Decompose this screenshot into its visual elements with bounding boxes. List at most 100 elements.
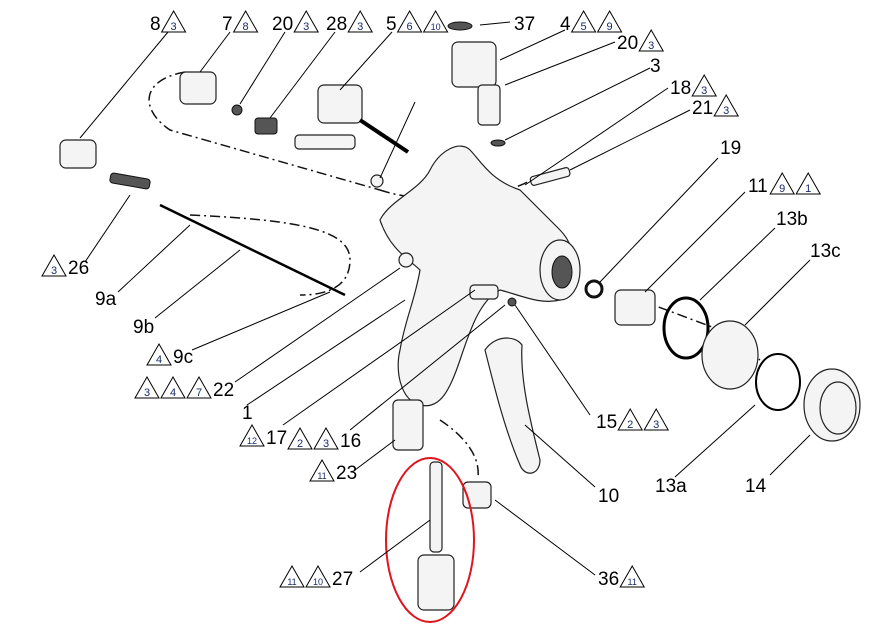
callout-8: 8 [150, 14, 161, 35]
svg-text:3: 3 [144, 387, 150, 399]
note-triangle-icon: 3 [713, 93, 740, 117]
note-triangle-icon: 4 [160, 375, 186, 399]
part-28-spring [254, 117, 278, 135]
svg-text:10: 10 [313, 577, 323, 587]
part-27-rod [429, 461, 443, 553]
note-triangle-icon: 11 [279, 564, 305, 588]
note-triangle-icon: 11 [309, 458, 335, 482]
highlight-circle [385, 457, 475, 623]
part-13a-ring [755, 353, 801, 411]
svg-text:3: 3 [51, 265, 57, 277]
svg-text:10: 10 [431, 22, 441, 32]
svg-text:4: 4 [156, 354, 162, 366]
callout-13c: 13c [810, 241, 841, 262]
note-triangle-icon: 3 [691, 73, 718, 97]
callout-7: 7 [222, 14, 233, 35]
svg-text:11: 11 [317, 471, 326, 481]
svg-text:11: 11 [287, 577, 296, 587]
part-4-tube [477, 84, 501, 126]
callout-17: 17 [266, 428, 287, 449]
callout-22: 22 [213, 380, 234, 401]
note-triangle-icon: 1 [795, 171, 822, 195]
note-triangle-icon: 3 [638, 28, 665, 52]
callout-9b: 9b [133, 317, 154, 338]
svg-text:4: 4 [170, 387, 176, 399]
note-triangle-icon: 2 [617, 407, 644, 431]
callout-37: 37 [514, 14, 535, 35]
svg-text:5: 5 [581, 21, 587, 33]
callout-1: 1 [242, 403, 253, 424]
part-14-inner [819, 381, 857, 435]
part-23-connector [392, 399, 424, 451]
part-5-valve [317, 84, 363, 124]
part-20-oring [231, 104, 243, 116]
note-triangle-icon: 3 [347, 9, 374, 33]
svg-text:6: 6 [407, 21, 413, 33]
part-8-cap [59, 139, 97, 169]
note-triangle-icon: 3 [41, 253, 67, 277]
part-37-gasket [447, 21, 473, 31]
svg-text:2: 2 [627, 419, 633, 431]
callout-13b: 13b [776, 209, 808, 230]
callout-13a: 13a [655, 476, 687, 497]
gun-body [379, 145, 576, 407]
callout-20: 20 [272, 14, 293, 35]
part-6-stem [294, 134, 356, 150]
gun-front-port-inner [551, 255, 573, 289]
note-triangle-icon: 3 [293, 9, 320, 33]
callout-16: 16 [340, 431, 361, 452]
callout-21: 21 [692, 98, 713, 119]
svg-text:3: 3 [323, 438, 329, 450]
part-5-rod [358, 118, 410, 154]
part-9b-needle [159, 203, 346, 297]
callout-36: 36 [598, 569, 619, 590]
note-triangle-icon: 8 [232, 9, 259, 33]
note-triangle-icon: 10 [422, 9, 449, 33]
part-5-washer [370, 174, 384, 188]
note-triangle-icon: 10 [305, 564, 331, 588]
note-triangle-icon: 4 [146, 342, 172, 366]
svg-text:3: 3 [171, 21, 177, 33]
part-17-fitting [469, 284, 499, 300]
assembly-path-needle [189, 214, 351, 296]
svg-text:3: 3 [723, 105, 729, 117]
trigger [484, 337, 541, 474]
note-triangle-icon: 3 [643, 407, 670, 431]
note-triangle-icon: 11 [619, 564, 646, 588]
leader-lines [79, 21, 811, 576]
svg-text:9: 9 [607, 21, 613, 33]
part-21-screw [529, 167, 571, 186]
svg-text:2: 2 [297, 438, 303, 450]
callout-28: 28 [326, 14, 347, 35]
callout-15: 15 [596, 412, 617, 433]
callout-3: 3 [650, 56, 661, 77]
callout-27: 27 [332, 569, 353, 590]
part-13c-aircap [701, 320, 759, 390]
callout-10: 10 [598, 486, 619, 507]
note-triangle-icon: 3 [160, 9, 187, 33]
callout-9a: 9a [95, 289, 117, 310]
svg-text:3: 3 [653, 419, 659, 431]
callout-19: 19 [720, 138, 741, 159]
svg-text:3: 3 [701, 85, 707, 97]
note-triangle-icon: 12 [239, 423, 265, 447]
part-7-housing [179, 71, 217, 105]
callout-20: 20 [617, 33, 638, 54]
note-triangle-icon: 6 [396, 9, 423, 33]
callout-26: 26 [68, 258, 89, 279]
svg-text:9: 9 [779, 183, 785, 195]
svg-text:3: 3 [303, 21, 309, 33]
callout-14: 14 [745, 476, 767, 497]
svg-text:11: 11 [628, 577, 637, 587]
callout-23: 23 [336, 463, 357, 484]
note-triangle-icon: 3 [313, 426, 339, 450]
part-26-spring [109, 172, 151, 190]
svg-text:12: 12 [247, 436, 257, 446]
note-triangle-icon: 5 [570, 9, 597, 33]
part-27-valve [417, 554, 455, 611]
part-15-oring [507, 297, 517, 307]
callout-18: 18 [670, 78, 691, 99]
part-13b-seal [662, 296, 710, 360]
